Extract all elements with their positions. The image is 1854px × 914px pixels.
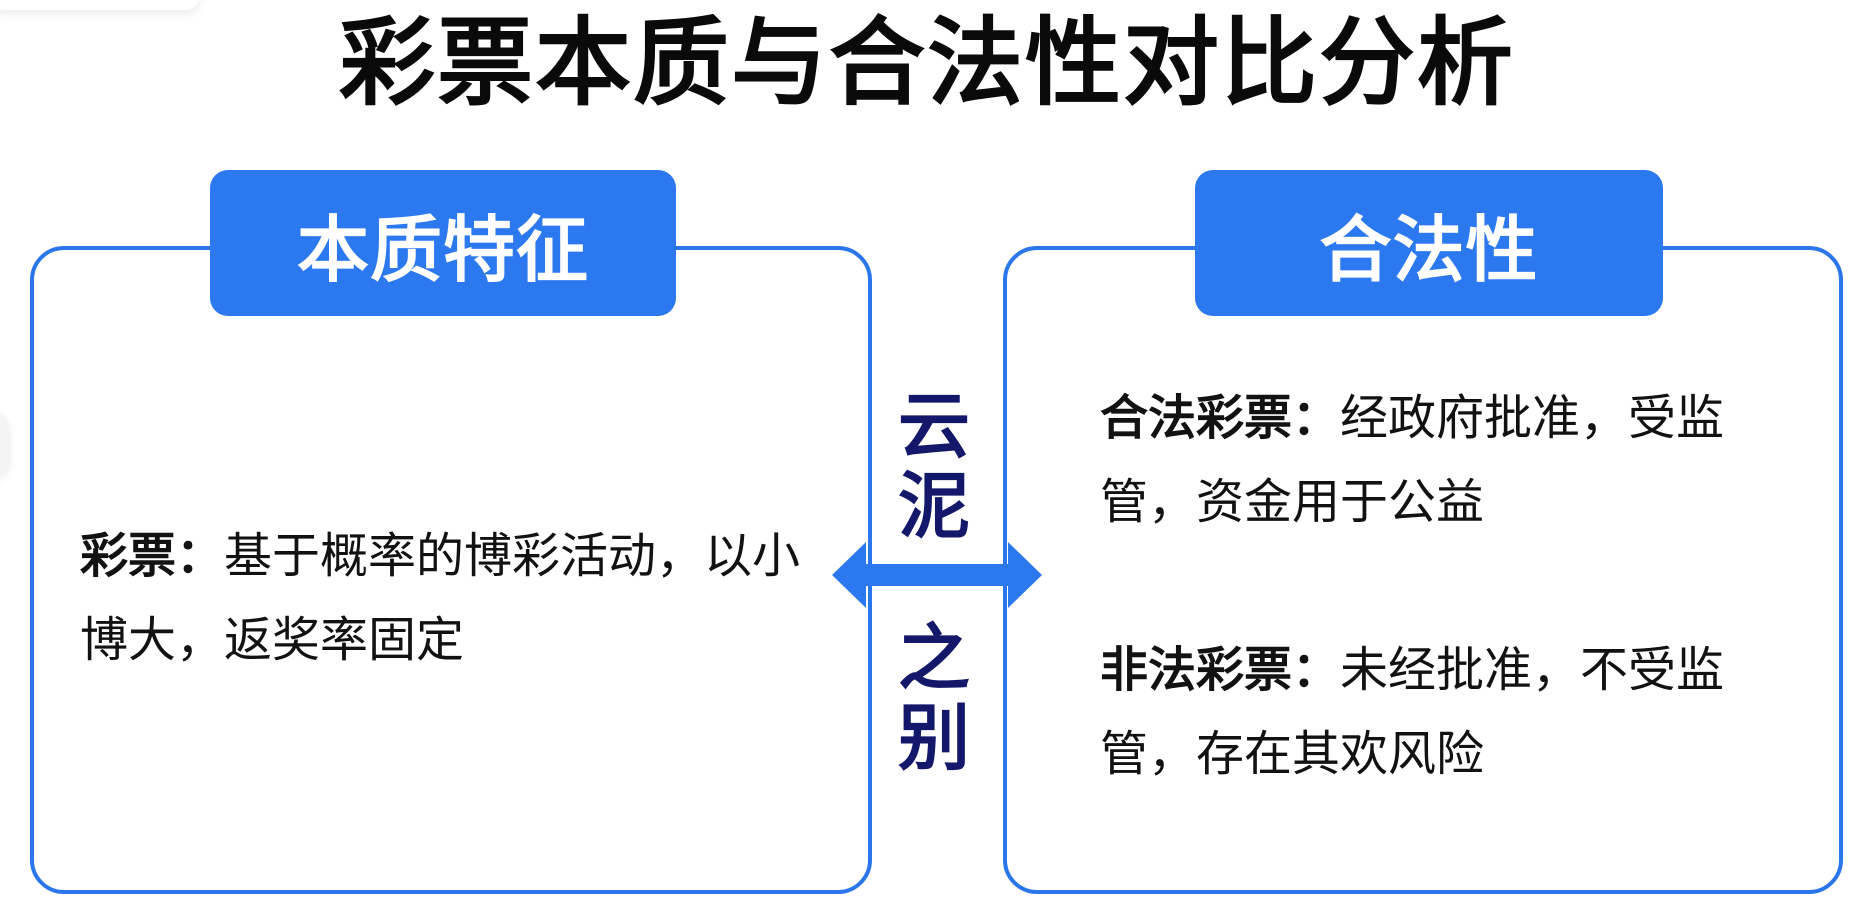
center-char: 云 [897,384,970,468]
legality-header-badge: 合法性 [1195,170,1663,316]
center-label-top: 云 泥 [884,386,984,546]
item-label: 非法彩票： [1100,642,1341,698]
center-char: 泥 [897,464,970,548]
page-title: 彩票本质与合法性对比分析 [339,7,1515,119]
item-text: 基于概率的博彩活动，以小博大，返奖率固定 [80,528,801,668]
item-label: 合法彩票： [1100,390,1341,446]
illegal-lottery-item: 非法彩票：未经批准，不受监管，存在其欢风险 [1100,628,1800,796]
center-label-bottom: 之 别 [884,618,984,778]
essence-panel [30,246,872,894]
legality-panel [1003,246,1843,894]
item-text: 经政府批准，受监管，资金用于公益 [1100,390,1725,530]
double-arrow-icon [832,542,1042,608]
center-char: 之 [897,616,970,700]
background-card-fragment [0,0,200,10]
item-text: 未经批准，不受监管，存在其欢风险 [1100,642,1725,782]
essence-header-badge: 本质特征 [210,170,676,316]
legality-header-label: 合法性 [1319,207,1539,292]
item-label: 彩票： [80,528,225,584]
essence-header-label: 本质特征 [296,207,589,292]
legal-lottery-item: 合法彩票：经政府批准，受监管，资金用于公益 [1100,376,1800,544]
background-side-tab [0,410,10,480]
lottery-definition-item: 彩票：基于概率的博彩活动，以小博大，返奖率固定 [80,514,840,682]
center-char: 别 [897,696,970,780]
